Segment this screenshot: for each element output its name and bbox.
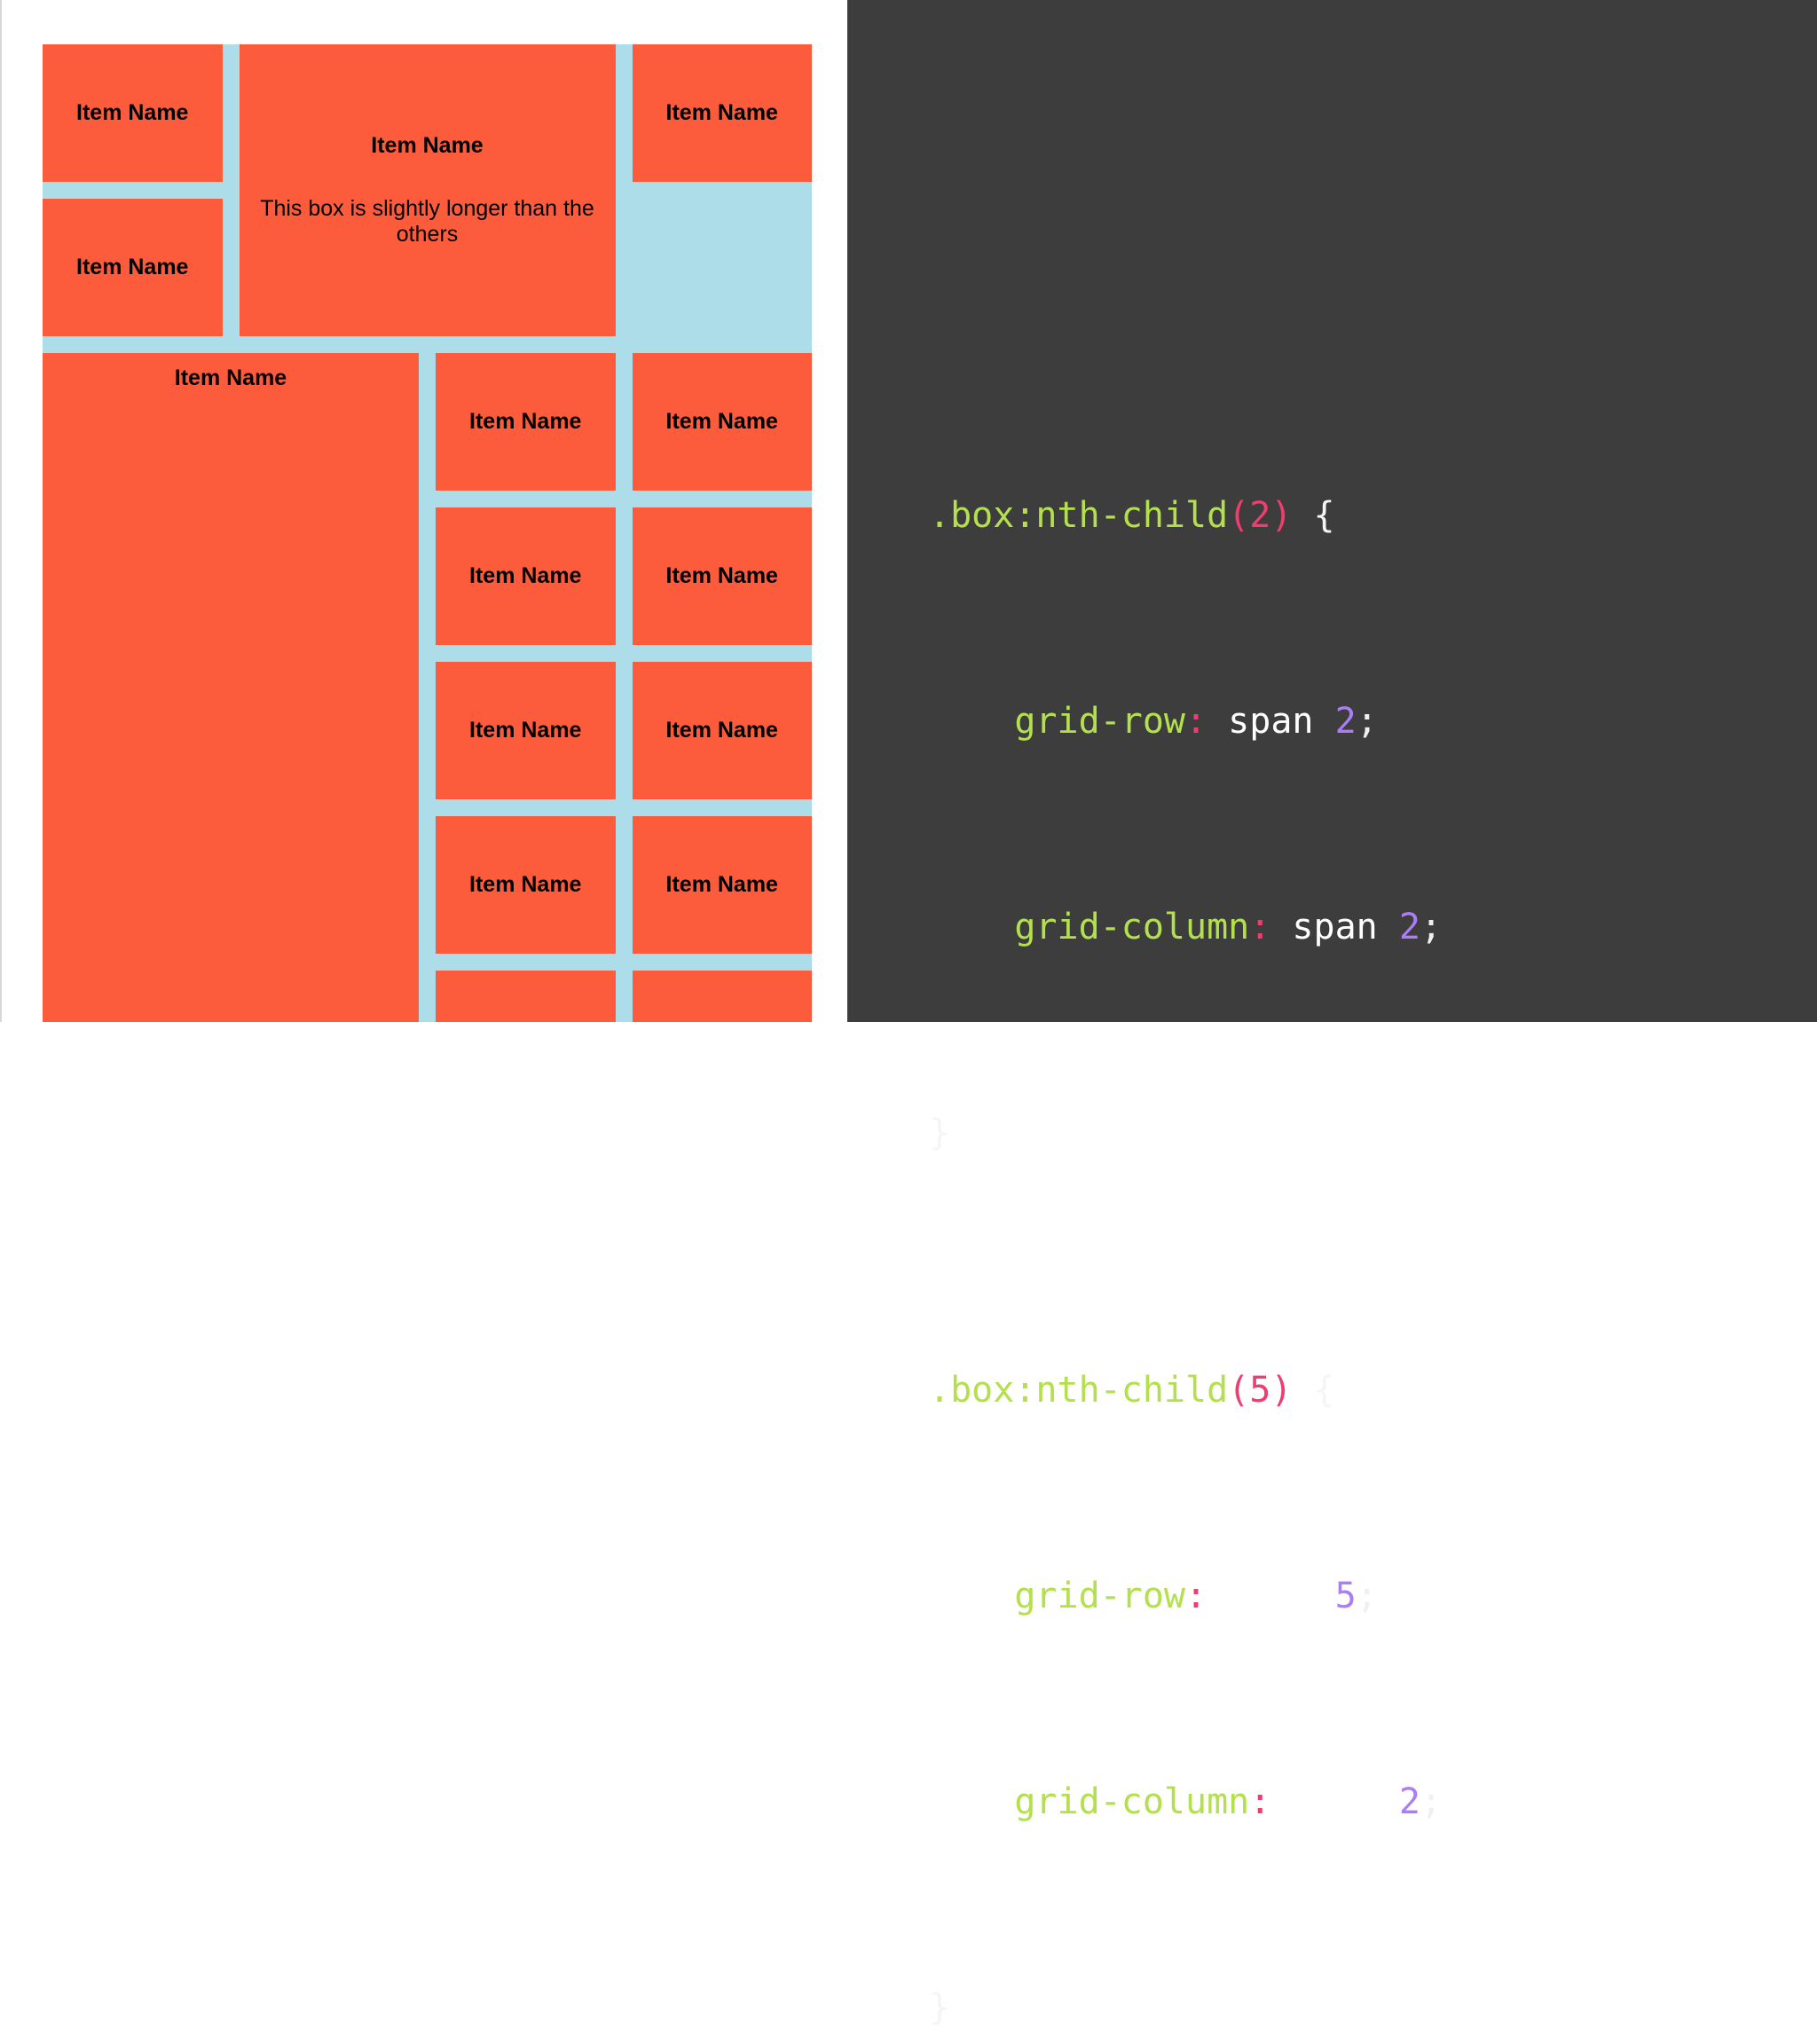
grid-item-7[interactable]: Item Name: [632, 353, 812, 491]
grid-item-3[interactable]: Item Name: [632, 44, 812, 182]
selector-close-paren: ): [1270, 495, 1293, 536]
property-name: grid-column: [1014, 1781, 1250, 1822]
grid-item-8[interactable]: Item Name: [436, 507, 616, 645]
selector-base: .box:nth-child: [929, 495, 1229, 536]
grid-item-2[interactable]: Item Name This box is slightly longer th…: [239, 44, 616, 336]
item-title: Item Name: [469, 718, 582, 743]
property-name: grid-row: [1014, 701, 1185, 742]
item-title: Item Name: [469, 563, 582, 588]
grid-item-12[interactable]: Item Name: [436, 816, 616, 954]
code-line-declaration-2-2: grid-column: span 2;: [929, 1776, 1442, 1828]
value-number: 2: [1398, 907, 1420, 947]
selector-arg: 2: [1249, 495, 1271, 536]
item-title: Item Name: [76, 255, 189, 279]
code-line-close-2: }: [929, 1982, 1442, 2033]
value-keyword: span: [1292, 907, 1378, 947]
item-title: Item Name: [665, 409, 778, 434]
item-title: Item Name: [665, 563, 778, 588]
value-number: 2: [1398, 1781, 1420, 1822]
semicolon: ;: [1420, 1781, 1443, 1822]
item-title: Item Name: [665, 872, 778, 897]
grid-item-14[interactable]: Item Name: [436, 971, 616, 1022]
css-grid: Item Name Item Name This box is slightly…: [43, 44, 812, 1022]
grid-item-1[interactable]: Item Name: [43, 44, 223, 182]
grid-item-15[interactable]: Item Name: [632, 971, 812, 1022]
selector-open-paren: (: [1228, 1370, 1250, 1411]
code-line-declaration-1-1: grid-row: span 2;: [929, 696, 1442, 747]
css-code-block[interactable]: .box:nth-child(2) { grid-row: span 2; gr…: [929, 284, 1442, 2044]
selector-close-paren: ): [1270, 1370, 1293, 1411]
item-title: Item Name: [469, 872, 582, 897]
grid-item-11[interactable]: Item Name: [632, 662, 812, 799]
item-title: Item Name: [665, 718, 778, 743]
grid-item-10[interactable]: Item Name: [436, 662, 616, 799]
colon: :: [1184, 1576, 1207, 1616]
value-number: 2: [1334, 701, 1357, 742]
property-name: grid-column: [1014, 907, 1250, 947]
grid-item-9[interactable]: Item Name: [632, 507, 812, 645]
colon: :: [1249, 907, 1271, 947]
selector-open-paren: (: [1228, 495, 1250, 536]
value-keyword: span: [1228, 1576, 1314, 1616]
colon: :: [1184, 701, 1207, 742]
item-title: Item Name: [469, 409, 582, 434]
close-brace: }: [929, 1112, 951, 1153]
grid-item-5[interactable]: Item Name: [43, 353, 419, 1022]
semicolon: ;: [1356, 1576, 1378, 1616]
grid-item-4[interactable]: Item Name: [43, 199, 223, 336]
code-line-declaration-2-1: grid-row: span 5;: [929, 1570, 1442, 1622]
code-line-declaration-1-2: grid-column: span 2;: [929, 901, 1442, 953]
open-brace: {: [1313, 1370, 1335, 1411]
item-title: Item Name: [665, 100, 778, 125]
selector-arg: 5: [1249, 1370, 1271, 1411]
code-line-selector-1: .box:nth-child(2) {: [929, 490, 1442, 541]
code-line-close-1: }: [929, 1107, 1442, 1159]
item-title: Item Name: [76, 100, 189, 125]
preview-pane: Item Name Item Name This box is slightly…: [0, 0, 847, 1022]
colon: :: [1249, 1781, 1271, 1822]
value-keyword: span: [1228, 701, 1314, 742]
grid-container: Item Name Item Name This box is slightly…: [43, 44, 812, 1022]
code-line-selector-2: .box:nth-child(5) {: [929, 1364, 1442, 1416]
value-number: 5: [1334, 1576, 1357, 1616]
open-brace: {: [1313, 495, 1335, 536]
semicolon: ;: [1420, 907, 1443, 947]
grid-item-13[interactable]: Item Name: [632, 816, 812, 954]
item-title: Item Name: [371, 132, 484, 158]
close-brace: }: [929, 1987, 951, 2028]
grid-item-6[interactable]: Item Name: [436, 353, 616, 491]
value-keyword: span: [1292, 1781, 1378, 1822]
semicolon: ;: [1356, 701, 1378, 742]
property-name: grid-row: [1014, 1576, 1185, 1616]
item-title: Item Name: [174, 366, 287, 390]
item-description: This box is slightly longer than the oth…: [260, 195, 594, 248]
selector-base: .box:nth-child: [929, 1370, 1229, 1411]
code-pane: .box:nth-child(2) { grid-row: span 2; gr…: [847, 0, 1817, 2028]
